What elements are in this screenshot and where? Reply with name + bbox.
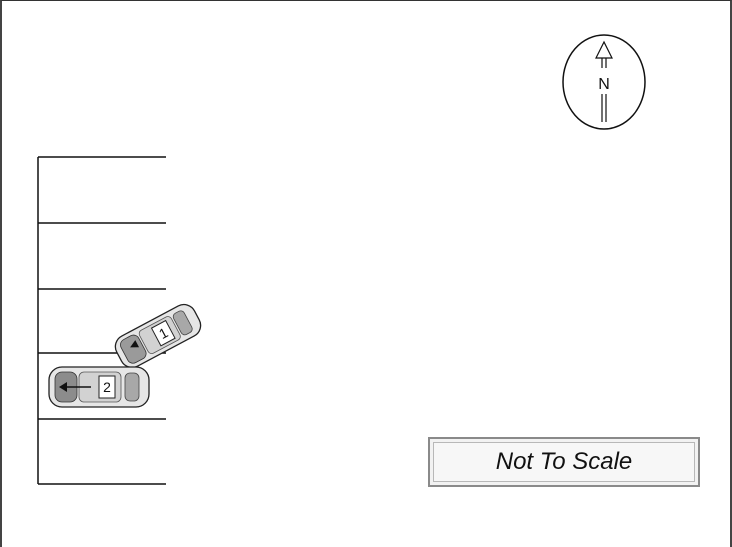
vehicle-1: 1 — [114, 303, 202, 369]
vehicle-2-rear-window — [124, 372, 140, 402]
scale-note-inner-border — [433, 442, 695, 482]
north-arrow: N — [562, 34, 646, 130]
scale-note-text: Not To Scale — [495, 448, 633, 475]
vehicle-1-label-box — [150, 319, 176, 347]
vehicle-2-label-box — [98, 375, 116, 399]
scale-note-box: Not To Scale — [428, 437, 700, 487]
parking-stalls — [37, 156, 166, 485]
north-label: N — [598, 76, 610, 93]
vehicle-1-windshield — [120, 334, 147, 364]
vehicle-1-rear-window — [172, 310, 193, 336]
north-arrow-head-icon — [595, 40, 613, 59]
vehicle-2-label: 2 — [103, 379, 111, 395]
vehicle-1-direction-arrow-icon — [130, 340, 140, 348]
vehicle-2-direction-arrow-icon — [59, 382, 67, 392]
vehicle-2: 2 — [48, 366, 150, 408]
north-arrow-circle — [562, 34, 646, 130]
